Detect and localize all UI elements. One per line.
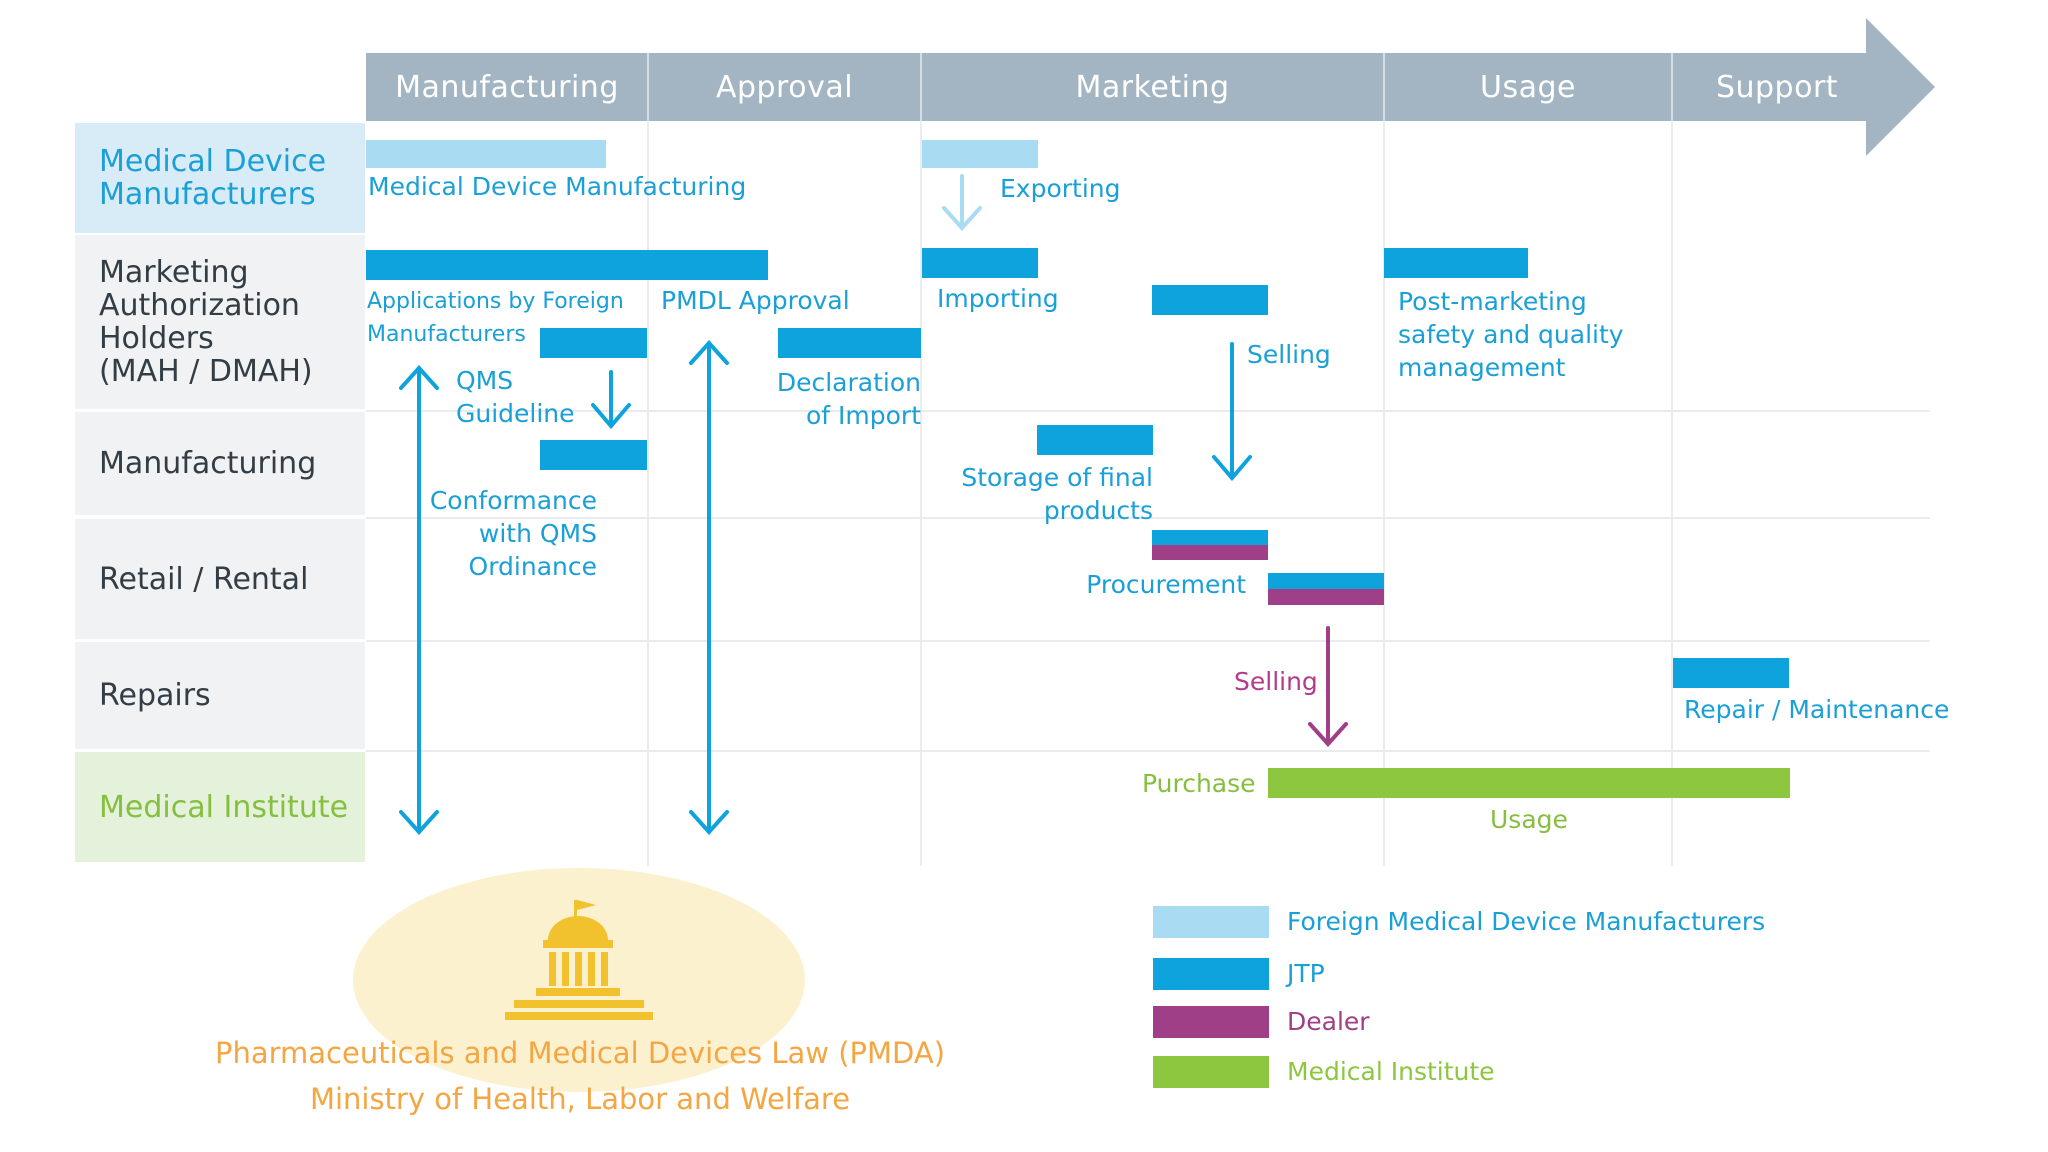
- bar-medical-device-manufacturing: [366, 140, 606, 168]
- row-label-medical-device-manufacturers: Medical Device Manufacturers: [75, 123, 365, 233]
- label-repair-maintenance: Repair / Maintenance: [1684, 695, 1950, 724]
- label-storage-of-final-products: Storage of final products: [961, 463, 1153, 525]
- grid-row-divider: [366, 640, 1930, 642]
- row-label-repairs: Repairs: [75, 642, 365, 749]
- row-label-manufacturing: Manufacturing: [75, 412, 365, 515]
- label-selling-dealer: Selling: [1234, 667, 1318, 696]
- arrow-selling-jtp: [1212, 342, 1252, 482]
- row-label-retail-rental: Retail / Rental: [75, 519, 365, 639]
- label-selling-jtp: Selling: [1247, 340, 1331, 369]
- authority-law-text: Pharmaceuticals and Medical Devices Law …: [214, 1036, 946, 1070]
- bar-selling-dealer: [1268, 589, 1384, 605]
- legend-label-foreign: Foreign Medical Device Manufacturers: [1287, 907, 1766, 936]
- bar-usage: [1268, 768, 1790, 798]
- bar-procurement-jtp: [1152, 530, 1268, 545]
- bar-conformance: [540, 440, 647, 470]
- bar-repair-maintenance: [1673, 658, 1789, 688]
- legend-label-dealer: Dealer: [1287, 1007, 1370, 1036]
- bar-storage: [1037, 425, 1153, 455]
- legend-swatch-foreign: [1153, 906, 1269, 938]
- bar-importing: [922, 248, 1038, 278]
- row-label-medical-institute: Medical Institute: [75, 752, 365, 862]
- label-pmdl-approval: PMDL Approval: [661, 286, 850, 315]
- label-medical-device-manufacturing: Medical Device Manufacturing: [368, 172, 747, 201]
- grid-column-divider: [1671, 121, 1673, 866]
- grid-column-divider: [647, 121, 649, 866]
- phase-approval: Approval: [715, 69, 854, 105]
- label-post-marketing: Post-marketing safety and quality manage…: [1398, 287, 1624, 382]
- authority-ministry-text: Ministry of Health, Labor and Welfare: [309, 1082, 851, 1116]
- arrow-qms-guideline: [591, 370, 631, 430]
- grid-row-divider: [366, 517, 1930, 519]
- label-purchase: Purchase: [1142, 769, 1256, 798]
- bar-declaration-of-import: [778, 328, 921, 358]
- legend-swatch-medical-institute: [1153, 1056, 1269, 1088]
- label-exporting: Exporting: [1000, 174, 1121, 203]
- legend-label-medical-institute: Medical Institute: [1287, 1057, 1495, 1086]
- phase-marketing: Marketing: [1075, 69, 1230, 105]
- label-applications-by-foreign-manufacturers: Applications by Foreign Manufacturers: [367, 289, 624, 347]
- bar-applications: [366, 250, 768, 280]
- grid-row-divider: [366, 750, 1930, 752]
- label-qms-guideline: QMS Guideline: [456, 366, 575, 428]
- label-usage: Usage: [1490, 805, 1568, 834]
- arrow-selling-dealer: [1308, 626, 1348, 747]
- arrow-exporting: [942, 174, 982, 231]
- label-procurement: Procurement: [1086, 570, 1246, 599]
- grid-column-divider: [1383, 121, 1385, 866]
- legend-swatch-dealer: [1153, 1006, 1269, 1038]
- label-importing: Importing: [937, 284, 1059, 313]
- legend-swatch-jtp: [1153, 958, 1269, 990]
- row-label-marketing-authorization-holders: Marketing Authorization Holders (MAH / D…: [75, 235, 365, 409]
- phase-usage: Usage: [1480, 69, 1576, 105]
- label-declaration-of-import: Declaration of Import: [776, 368, 921, 430]
- legend-label-jtp: JTP: [1287, 959, 1325, 988]
- bar-selling-jtp-lower: [1268, 573, 1384, 589]
- bar-qms-guideline: [540, 328, 647, 358]
- label-conformance-with-qms-ordinance: Conformance with QMS Ordinance: [429, 486, 597, 581]
- government-building-icon: [505, 900, 653, 1020]
- bar-exporting: [922, 140, 1038, 168]
- arrow-applications-double: [399, 365, 439, 835]
- phase-manufacturing: Manufacturing: [395, 69, 619, 105]
- grid-row-divider: [366, 410, 1930, 412]
- phase-support: Support: [1715, 69, 1839, 105]
- grid-column-divider: [920, 121, 922, 866]
- bar-post-marketing: [1384, 248, 1528, 278]
- arrow-pmdl-approval-double: [689, 340, 729, 835]
- bar-selling-jtp: [1152, 285, 1268, 315]
- bar-procurement-dealer: [1152, 545, 1268, 560]
